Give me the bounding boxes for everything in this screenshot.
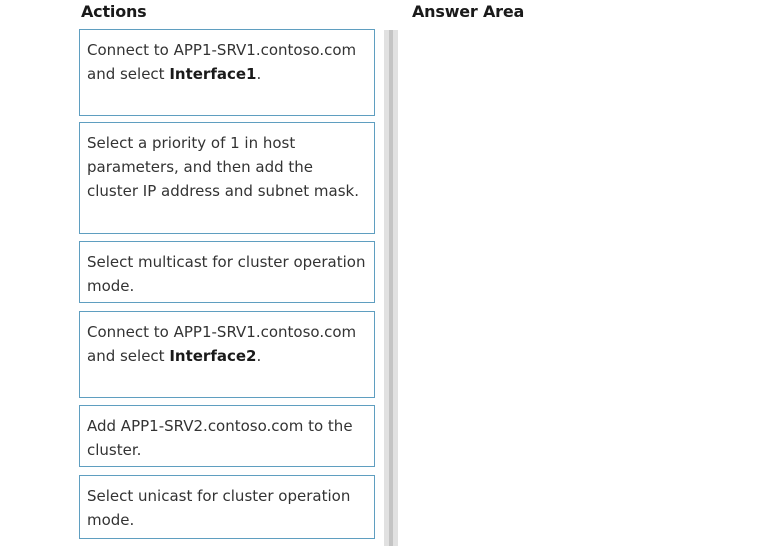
answer-area-heading: Answer Area (412, 2, 525, 21)
action-item-priority-host-parameters[interactable]: Select a priority of 1 in host parameter… (79, 122, 375, 234)
action-item-unicast-mode[interactable]: Select unicast for cluster operation mod… (79, 475, 375, 539)
action-text: Select a priority of 1 in host parameter… (87, 134, 360, 200)
action-bold-text: Interface2 (169, 347, 257, 365)
panel-divider (384, 30, 398, 546)
action-text: Connect to APP1-SRV1.contoso.com and sel… (87, 323, 357, 365)
action-item-add-srv2[interactable]: Add APP1-SRV2.contoso.com to the cluster… (79, 405, 375, 467)
action-suffix: . (256, 347, 262, 365)
action-text: Select unicast for cluster operation mod… (87, 487, 351, 529)
action-text: Select multicast for cluster operation m… (87, 253, 366, 295)
action-item-multicast-mode[interactable]: Select multicast for cluster operation m… (79, 241, 375, 303)
action-text: Connect to APP1-SRV1.contoso.com and sel… (87, 41, 357, 83)
action-suffix: . (256, 65, 262, 83)
actions-heading: Actions (81, 2, 147, 21)
action-text: Add APP1-SRV2.contoso.com to the cluster… (87, 417, 353, 459)
action-bold-text: Interface1 (169, 65, 257, 83)
action-item-connect-interface1[interactable]: Connect to APP1-SRV1.contoso.com and sel… (79, 29, 375, 116)
action-item-connect-interface2[interactable]: Connect to APP1-SRV1.contoso.com and sel… (79, 311, 375, 398)
answer-area-drop-zone[interactable] (408, 30, 768, 546)
